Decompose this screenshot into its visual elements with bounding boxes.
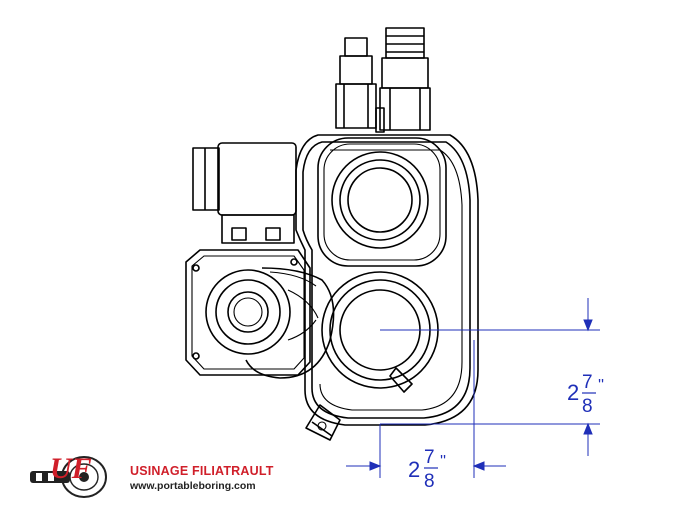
horizontal-dim-whole: 2 xyxy=(408,457,420,482)
horizontal-dim-numerator: 7 xyxy=(424,447,435,468)
left-gear-bore-inner xyxy=(227,291,269,333)
left-gear-housing xyxy=(185,249,311,376)
vertical-dim-whole: 2 xyxy=(567,380,579,405)
motor-box-base xyxy=(221,214,295,244)
left-gear-housing-inner xyxy=(191,255,305,370)
company-logo-mark: UF xyxy=(30,452,107,498)
upper-block xyxy=(317,137,447,267)
vertical-dim-numerator: 7 xyxy=(582,372,593,393)
logo-monogram: UF xyxy=(50,452,92,485)
housing-third-outline xyxy=(319,149,463,411)
horizontal-dim-denominator: 8 xyxy=(424,471,435,492)
motor-box xyxy=(217,142,297,216)
upper-bore-outer xyxy=(331,151,429,249)
vertical-dim-unit: '' xyxy=(598,377,604,394)
left-gear-bore-outer xyxy=(205,269,291,355)
upper-bore-inner xyxy=(347,167,413,233)
upper-block-inner xyxy=(323,143,441,261)
dimension-lines xyxy=(346,298,600,478)
left-gear-bore-mid xyxy=(215,279,281,345)
lower-bore-insert xyxy=(389,367,413,393)
motor-box-cap xyxy=(192,147,220,211)
fitting-left-nut xyxy=(339,55,373,85)
vertical-dim-denominator: 8 xyxy=(582,396,593,417)
drive-belt xyxy=(245,267,335,379)
fitting-right-body xyxy=(379,87,431,131)
fitting-right-nut xyxy=(381,57,429,89)
fitting-left-collar xyxy=(344,37,368,57)
fitting-left-body xyxy=(335,83,377,129)
company-website-link[interactable]: www.portableboring.com xyxy=(130,480,256,492)
upper-bore-mid xyxy=(339,159,421,241)
company-name: USINAGE FILIATRAULT xyxy=(130,464,274,478)
company-branding: USINAGE FILIATRAULT www.portableboring.c… xyxy=(130,464,274,493)
horizontal-dim-unit: '' xyxy=(440,453,446,470)
fitting-right-top xyxy=(385,27,425,59)
bottom-fitting xyxy=(305,404,341,441)
